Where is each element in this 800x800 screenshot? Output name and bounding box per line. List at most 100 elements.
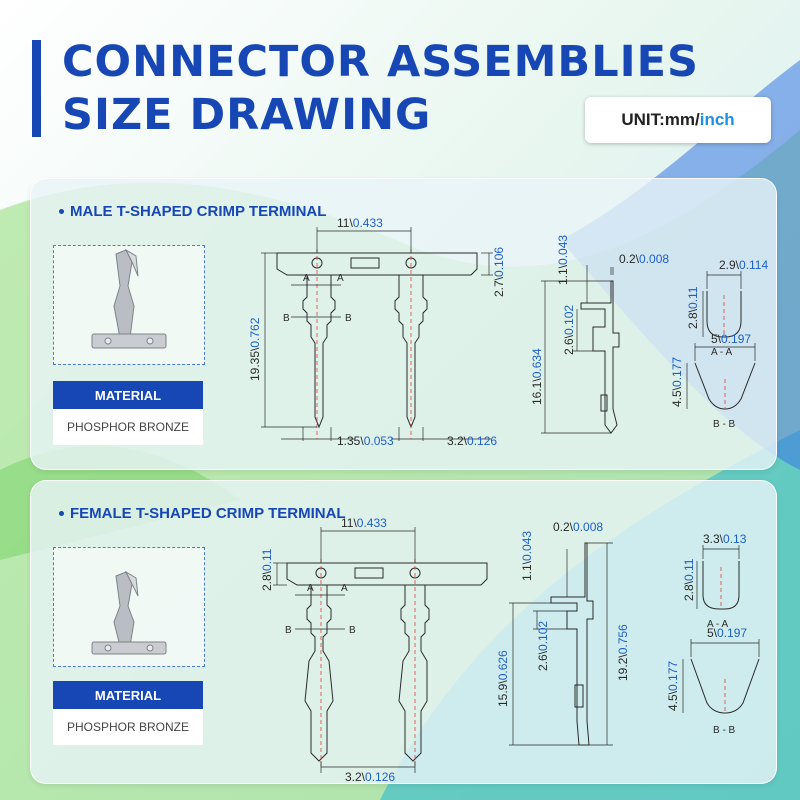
male-title-text: MALE T-SHAPED CRIMP TERMINAL xyxy=(70,203,327,220)
female-material-header: MATERIAL xyxy=(53,681,203,709)
male-material-value: PHOSPHOR BRONZE xyxy=(53,409,203,445)
male-dim-side-top-mm: 1.1\ xyxy=(556,264,570,285)
title-line-2: SIZE DRAWING xyxy=(62,90,432,140)
page-title: CONNECTOR ASSEMBLIES SIZE DRAWING xyxy=(62,36,699,142)
svg-text:3.2\0.126: 3.2\0.126 xyxy=(447,434,497,448)
female-dimension-drawing: 11\0.433 2.8\0.11 3.2\0.126 1.1\0.043 0.… xyxy=(260,516,760,783)
svg-text:3.2\0.126: 3.2\0.126 xyxy=(345,770,395,783)
male-label-b-left: B xyxy=(283,313,290,324)
female-dim-width-top-mm: 11\ xyxy=(341,516,357,530)
female-flange-slot xyxy=(354,567,384,579)
female-dim-thick-mm: 0.2\ xyxy=(553,520,574,534)
svg-text:16.1\0.634: 16.1\0.634 xyxy=(530,348,544,405)
female-dim-aa-h-inch: 0.11 xyxy=(682,558,696,581)
female-dim-bb-w-inch: 0.197 xyxy=(717,626,747,640)
female-section-aa-label: A - A xyxy=(707,619,728,630)
female-title-text: FEMALE T-SHAPED CRIMP TERMINAL xyxy=(70,505,346,522)
svg-text:5\0.197: 5\0.197 xyxy=(707,626,747,640)
female-dim-aa-h-mm: 2.8\ xyxy=(682,580,696,601)
svg-text:15.9\0.626: 15.9\0.626 xyxy=(496,650,510,707)
svg-text:5\0.197: 5\0.197 xyxy=(711,332,751,346)
female-pin-left xyxy=(304,585,334,762)
male-dim-aa-h-mm: 2.8\ xyxy=(686,308,700,329)
female-dim-thick-inch: 0.008 xyxy=(573,520,603,534)
male-section-title: MALE T-SHAPED CRIMP TERMINAL xyxy=(59,203,326,220)
male-material-header: MATERIAL xyxy=(53,381,203,409)
svg-text:1.1\0.043: 1.1\0.043 xyxy=(556,235,570,285)
unit-badge: UNIT: mm/ inch xyxy=(585,97,771,143)
female-section-title: FEMALE T-SHAPED CRIMP TERMINAL xyxy=(59,505,346,522)
male-dim-bb-h-inch: 0.177 xyxy=(670,357,684,387)
male-dim-flange-inch: 0.106 xyxy=(492,247,506,277)
bullet-icon xyxy=(59,511,64,516)
svg-text:19.35\0.762: 19.35\0.762 xyxy=(248,317,262,381)
female-dim-side-top-mm: 1.1\ xyxy=(520,560,534,581)
male-dim-side-height-inch: 0.634 xyxy=(530,348,544,378)
svg-text:2.9\0.114: 2.9\0.114 xyxy=(719,258,768,272)
female-dim-pitch-inch: 0.126 xyxy=(365,770,395,783)
female-flange-outline xyxy=(286,562,488,586)
female-dim-total-height-mm: 19.2\ xyxy=(616,654,630,681)
female-dim-side-mid-mm: 2.6\ xyxy=(536,650,550,671)
female-label-a-left: A xyxy=(307,583,314,594)
title-line-1: CONNECTOR ASSEMBLIES xyxy=(62,37,699,87)
female-dim-side-top-inch: 0.043 xyxy=(520,531,534,561)
male-dim-width-top-inch: 0.433 xyxy=(353,216,383,230)
female-side-view xyxy=(550,542,594,746)
male-dim-aa-w-mm: 2.9\ xyxy=(719,258,740,272)
svg-text:1.1\0.043: 1.1\0.043 xyxy=(520,531,534,581)
svg-text:11\0.433: 11\0.433 xyxy=(337,216,383,230)
male-dim-aa-h-inch: 0.11 xyxy=(686,286,700,309)
svg-text:2.6\0.102: 2.6\0.102 xyxy=(562,305,576,355)
female-dim-pitch-mm: 3.2\ xyxy=(345,770,366,783)
male-dim-bb-h-mm: 4.5\ xyxy=(670,386,684,407)
male-dimension-drawing: 11\0.433 2.7\0.106 19.35\0.762 1.35\0.05… xyxy=(248,216,768,448)
female-label-b-left: B xyxy=(285,625,292,636)
svg-text:1.35\0.053: 1.35\0.053 xyxy=(337,434,394,448)
male-flange-outline xyxy=(276,252,478,276)
svg-text:0.2\0.008: 0.2\0.008 xyxy=(619,252,669,266)
male-dim-pitch-inch: 0.126 xyxy=(467,434,497,448)
svg-text:0.2\0.008: 0.2\0.008 xyxy=(553,520,603,534)
male-dim-bb-w-inch: 0.197 xyxy=(721,332,751,346)
svg-text:2.8\0.11: 2.8\0.11 xyxy=(686,286,700,329)
female-terminal-panel: FEMALE T-SHAPED CRIMP TERMINAL MATERIAL … xyxy=(30,480,777,784)
male-label-a-right: A xyxy=(337,273,344,284)
male-section-bb-label: B - B xyxy=(713,419,736,430)
male-dim-height-mm: 19.35\ xyxy=(248,347,262,381)
svg-text:19.2\0.756: 19.2\0.756 xyxy=(616,624,630,681)
svg-text:4.5\0.177: 4.5\0.177 xyxy=(670,357,684,407)
male-dim-pitch-mm: 3.2\ xyxy=(447,434,468,448)
unit-inch: inch xyxy=(699,110,735,129)
female-dim-aa-w-mm: 3.3\ xyxy=(703,532,724,546)
male-dim-flange-mm: 2.7\ xyxy=(492,276,506,297)
female-terminal-photo xyxy=(53,547,205,667)
male-terminal-panel: MALE T-SHAPED CRIMP TERMINAL MATERIAL PH… xyxy=(30,178,777,470)
svg-text:2.6\0.102: 2.6\0.102 xyxy=(536,621,550,671)
unit-label: UNIT: xyxy=(621,110,665,129)
male-dim-thick-inch: 0.008 xyxy=(639,252,669,266)
female-dim-bb-w-mm: 5\ xyxy=(707,626,718,640)
female-label-a-right: A xyxy=(341,583,348,594)
male-dim-aa-w-inch: 0.114 xyxy=(739,258,768,272)
female-section-aa xyxy=(702,561,740,610)
female-dim-side-mid-inch: 0.102 xyxy=(536,621,550,651)
male-dim-side-height-mm: 16.1\ xyxy=(530,378,544,405)
svg-text:2.7\0.106: 2.7\0.106 xyxy=(492,247,506,297)
male-label-b-right: B xyxy=(345,313,352,324)
female-section-bb xyxy=(690,658,760,714)
male-dim-side-mid-inch: 0.102 xyxy=(562,305,576,335)
male-section-aa xyxy=(706,291,742,338)
svg-text:2.8\0.11: 2.8\0.11 xyxy=(682,558,696,601)
male-section-aa-label: A - A xyxy=(711,347,732,358)
male-label-a-left: A xyxy=(303,273,310,284)
female-material-value: PHOSPHOR BRONZE xyxy=(53,709,203,745)
female-dim-total-height-inch: 0.756 xyxy=(616,624,630,654)
female-dim-bb-h-inch: 0.177 xyxy=(666,661,680,691)
svg-text:11\0.433: 11\0.433 xyxy=(341,516,387,530)
title-accent-bar xyxy=(32,40,41,137)
male-flange-slot xyxy=(350,257,380,269)
female-label-b-right: B xyxy=(349,625,356,636)
female-section-bb-label: B - B xyxy=(713,725,736,736)
male-terminal-photo xyxy=(53,245,205,365)
